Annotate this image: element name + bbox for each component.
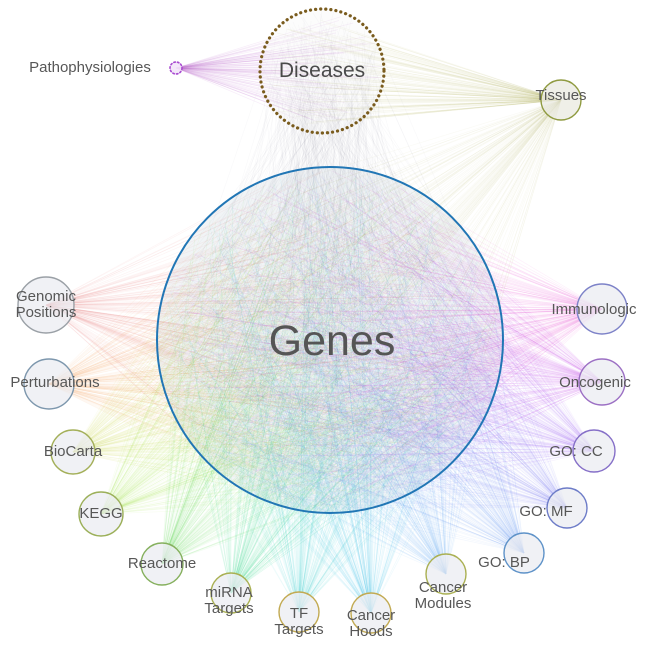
go-bp-label: GO: BP xyxy=(478,554,530,571)
edge-fan-go-mf-genes xyxy=(162,175,568,509)
node-biocarta: BioCarta xyxy=(44,429,103,475)
node-immunologic: Immunologic xyxy=(551,283,637,335)
edge-fan-perturbations-genes xyxy=(48,180,491,509)
edge-fan-oncogenic-genes xyxy=(164,171,603,497)
node-go-mf: GO: MF xyxy=(519,487,588,529)
edge-fan-mirna-targets-genes xyxy=(166,179,499,594)
perturbations-circle[interactable] xyxy=(23,358,75,410)
diseases-label: Diseases xyxy=(279,59,365,82)
edge-fan-cancer-modules-genes xyxy=(165,174,495,575)
immunologic-label: Immunologic xyxy=(551,301,637,318)
reactome-label: Reactome xyxy=(128,555,196,572)
node-reactome: Reactome xyxy=(128,542,196,586)
cancer-modules-circle[interactable] xyxy=(425,553,467,595)
oncogenic-circle[interactable] xyxy=(578,358,626,406)
tf-targets-circle[interactable] xyxy=(278,591,320,633)
node-kegg: KEGG xyxy=(78,491,124,537)
genes-fill xyxy=(157,167,503,513)
node-tissues: Tissues xyxy=(535,79,587,121)
mirna-targets-circle[interactable] xyxy=(210,572,252,614)
node-perturbations: Perturbations xyxy=(10,358,100,410)
node-diseases: Diseases xyxy=(258,7,386,135)
pathophysiologies-label: Pathophysiologies xyxy=(29,59,151,76)
biocarta-circle[interactable] xyxy=(50,429,96,475)
node-go-bp: GO: BP xyxy=(478,532,545,574)
reactome-circle[interactable] xyxy=(140,542,184,586)
perturbations-label: Perturbations xyxy=(10,374,99,391)
node-oncogenic: Oncogenic xyxy=(559,358,631,406)
diseases-circle[interactable] xyxy=(258,7,386,135)
node-genes: Genes xyxy=(156,166,504,514)
edge-fan-tf-targets-genes xyxy=(166,176,488,613)
node-pathophysiologies: Pathophysiologies xyxy=(29,59,183,76)
go-mf-label: GO: MF xyxy=(519,503,572,520)
kegg-circle[interactable] xyxy=(78,491,124,537)
tissues-circle[interactable] xyxy=(540,79,582,121)
kegg-label: KEGG xyxy=(79,505,122,522)
genomic-positions-circle[interactable] xyxy=(17,276,75,334)
edge-fan-go-cc-genes xyxy=(173,175,595,501)
biocarta-label: BioCarta xyxy=(44,443,103,460)
oncogenic-label: Oncogenic xyxy=(559,374,631,391)
go-bp-circle[interactable] xyxy=(503,532,545,574)
tissues-label: Tissues xyxy=(535,87,586,104)
immunologic-circle[interactable] xyxy=(576,283,628,335)
edge-fan-pathophysiologies-diseases xyxy=(175,16,383,122)
go-cc-circle[interactable] xyxy=(572,429,616,473)
edge-fan-genomic-positions-genes xyxy=(45,170,477,508)
go-cc-label: GO: CC xyxy=(549,443,603,460)
pathophysiologies-circle[interactable] xyxy=(169,61,183,75)
node-go-cc: GO: CC xyxy=(549,429,616,473)
genes-label: Genes xyxy=(269,317,396,365)
edge-fan-reactome-genes xyxy=(161,174,497,565)
edge-fan-tissues-diseases xyxy=(266,19,562,125)
genes-circle[interactable] xyxy=(156,166,504,514)
edge-fan-diseases-genes xyxy=(161,9,496,501)
cancer-hoods-circle[interactable] xyxy=(350,592,392,634)
go-mf-circle[interactable] xyxy=(546,487,588,529)
edge-fan-biocarta-genes xyxy=(72,177,499,497)
